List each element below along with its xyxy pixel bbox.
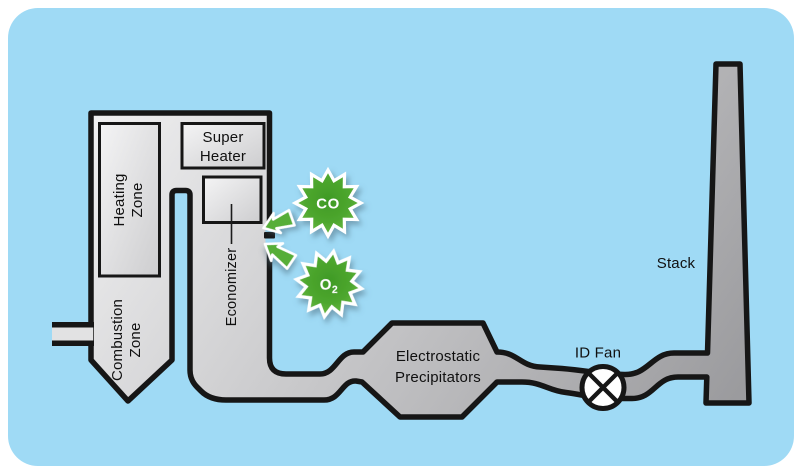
heating-zone-label-line1: Heating (111, 173, 128, 226)
combustion-zone-label-line2: Zone (127, 323, 144, 358)
gas-sampling-ports (264, 224, 275, 246)
stack-label: Stack (657, 255, 696, 272)
heating-zone-box (98, 122, 161, 278)
port-divider (264, 232, 275, 239)
id-fan-label: ID Fan (575, 345, 621, 362)
combustion-zone-label-line1: Combustion (109, 299, 126, 381)
economizer-label: Economizer (224, 248, 240, 327)
o2-burst-badge: O2 (293, 248, 365, 320)
super-heater-label-line2: Heater (200, 148, 246, 165)
super-heater-label-line1: Super (202, 129, 243, 146)
o2-arrow-icon (263, 242, 298, 270)
co-badge-label: CO (316, 196, 340, 213)
burner-pipe-bore (52, 327, 93, 341)
burner-pipe-wall-top (52, 322, 94, 328)
co-burst-badge: CO (291, 166, 365, 240)
precipitator-label-line1: Electrostatic (396, 348, 481, 365)
o2-badge-label: O2 (320, 277, 339, 297)
id-fan-icon (579, 364, 627, 411)
precipitator-label-line2: Precipitators (395, 369, 481, 386)
burner-pipe-wall-bottom (52, 340, 94, 346)
heating-zone-label-line2: Zone (129, 183, 146, 218)
super-heater-box (180, 122, 266, 170)
burner-inlet-pipe (52, 322, 94, 346)
co-arrow-icon (262, 208, 296, 235)
